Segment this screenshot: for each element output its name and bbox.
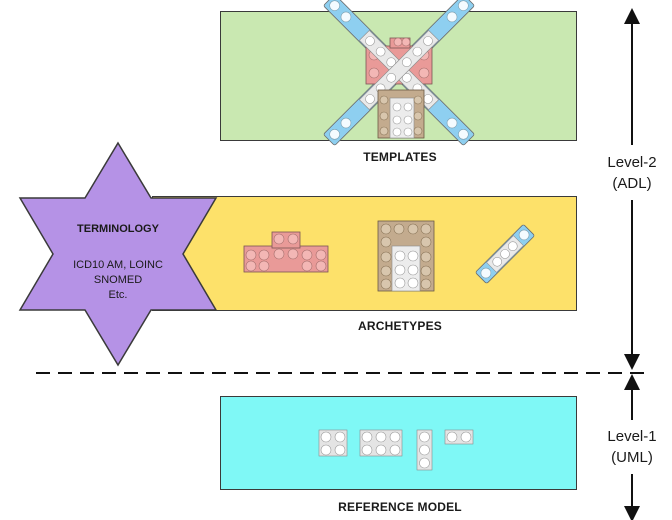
pink-brick-group [243, 231, 329, 273]
level1-line2: (UML) [611, 449, 653, 466]
white-brick-2x3 [359, 429, 403, 457]
terminology-line-3: Etc. [108, 289, 128, 301]
blue-diagonal-brick [475, 224, 535, 284]
level1-line1: Level-1 [607, 428, 657, 445]
terminology-line-1: ICD10 AM, LOINC [73, 259, 163, 271]
white-brick-1x3 [416, 429, 433, 471]
archetypes-caption: ARCHETYPES [357, 319, 442, 333]
terminology-title: TERMINOLOGY [77, 223, 159, 235]
reference-model-caption: REFERENCE MODEL [338, 500, 462, 514]
windmill-bricks [323, 0, 475, 146]
white-brick-2x2 [318, 429, 348, 457]
terminology-line-2: SNOMED [93, 274, 143, 286]
level2-label: Level-2 (ADL) [597, 152, 667, 194]
templates-caption: TEMPLATES [363, 150, 437, 164]
tan-tower-brick [377, 220, 435, 292]
level1-label: Level-1 (UML) [597, 426, 667, 468]
level2-line2: (ADL) [612, 175, 652, 192]
level2-line1: Level-2 [607, 154, 657, 171]
white-brick-1x2 [444, 429, 474, 445]
